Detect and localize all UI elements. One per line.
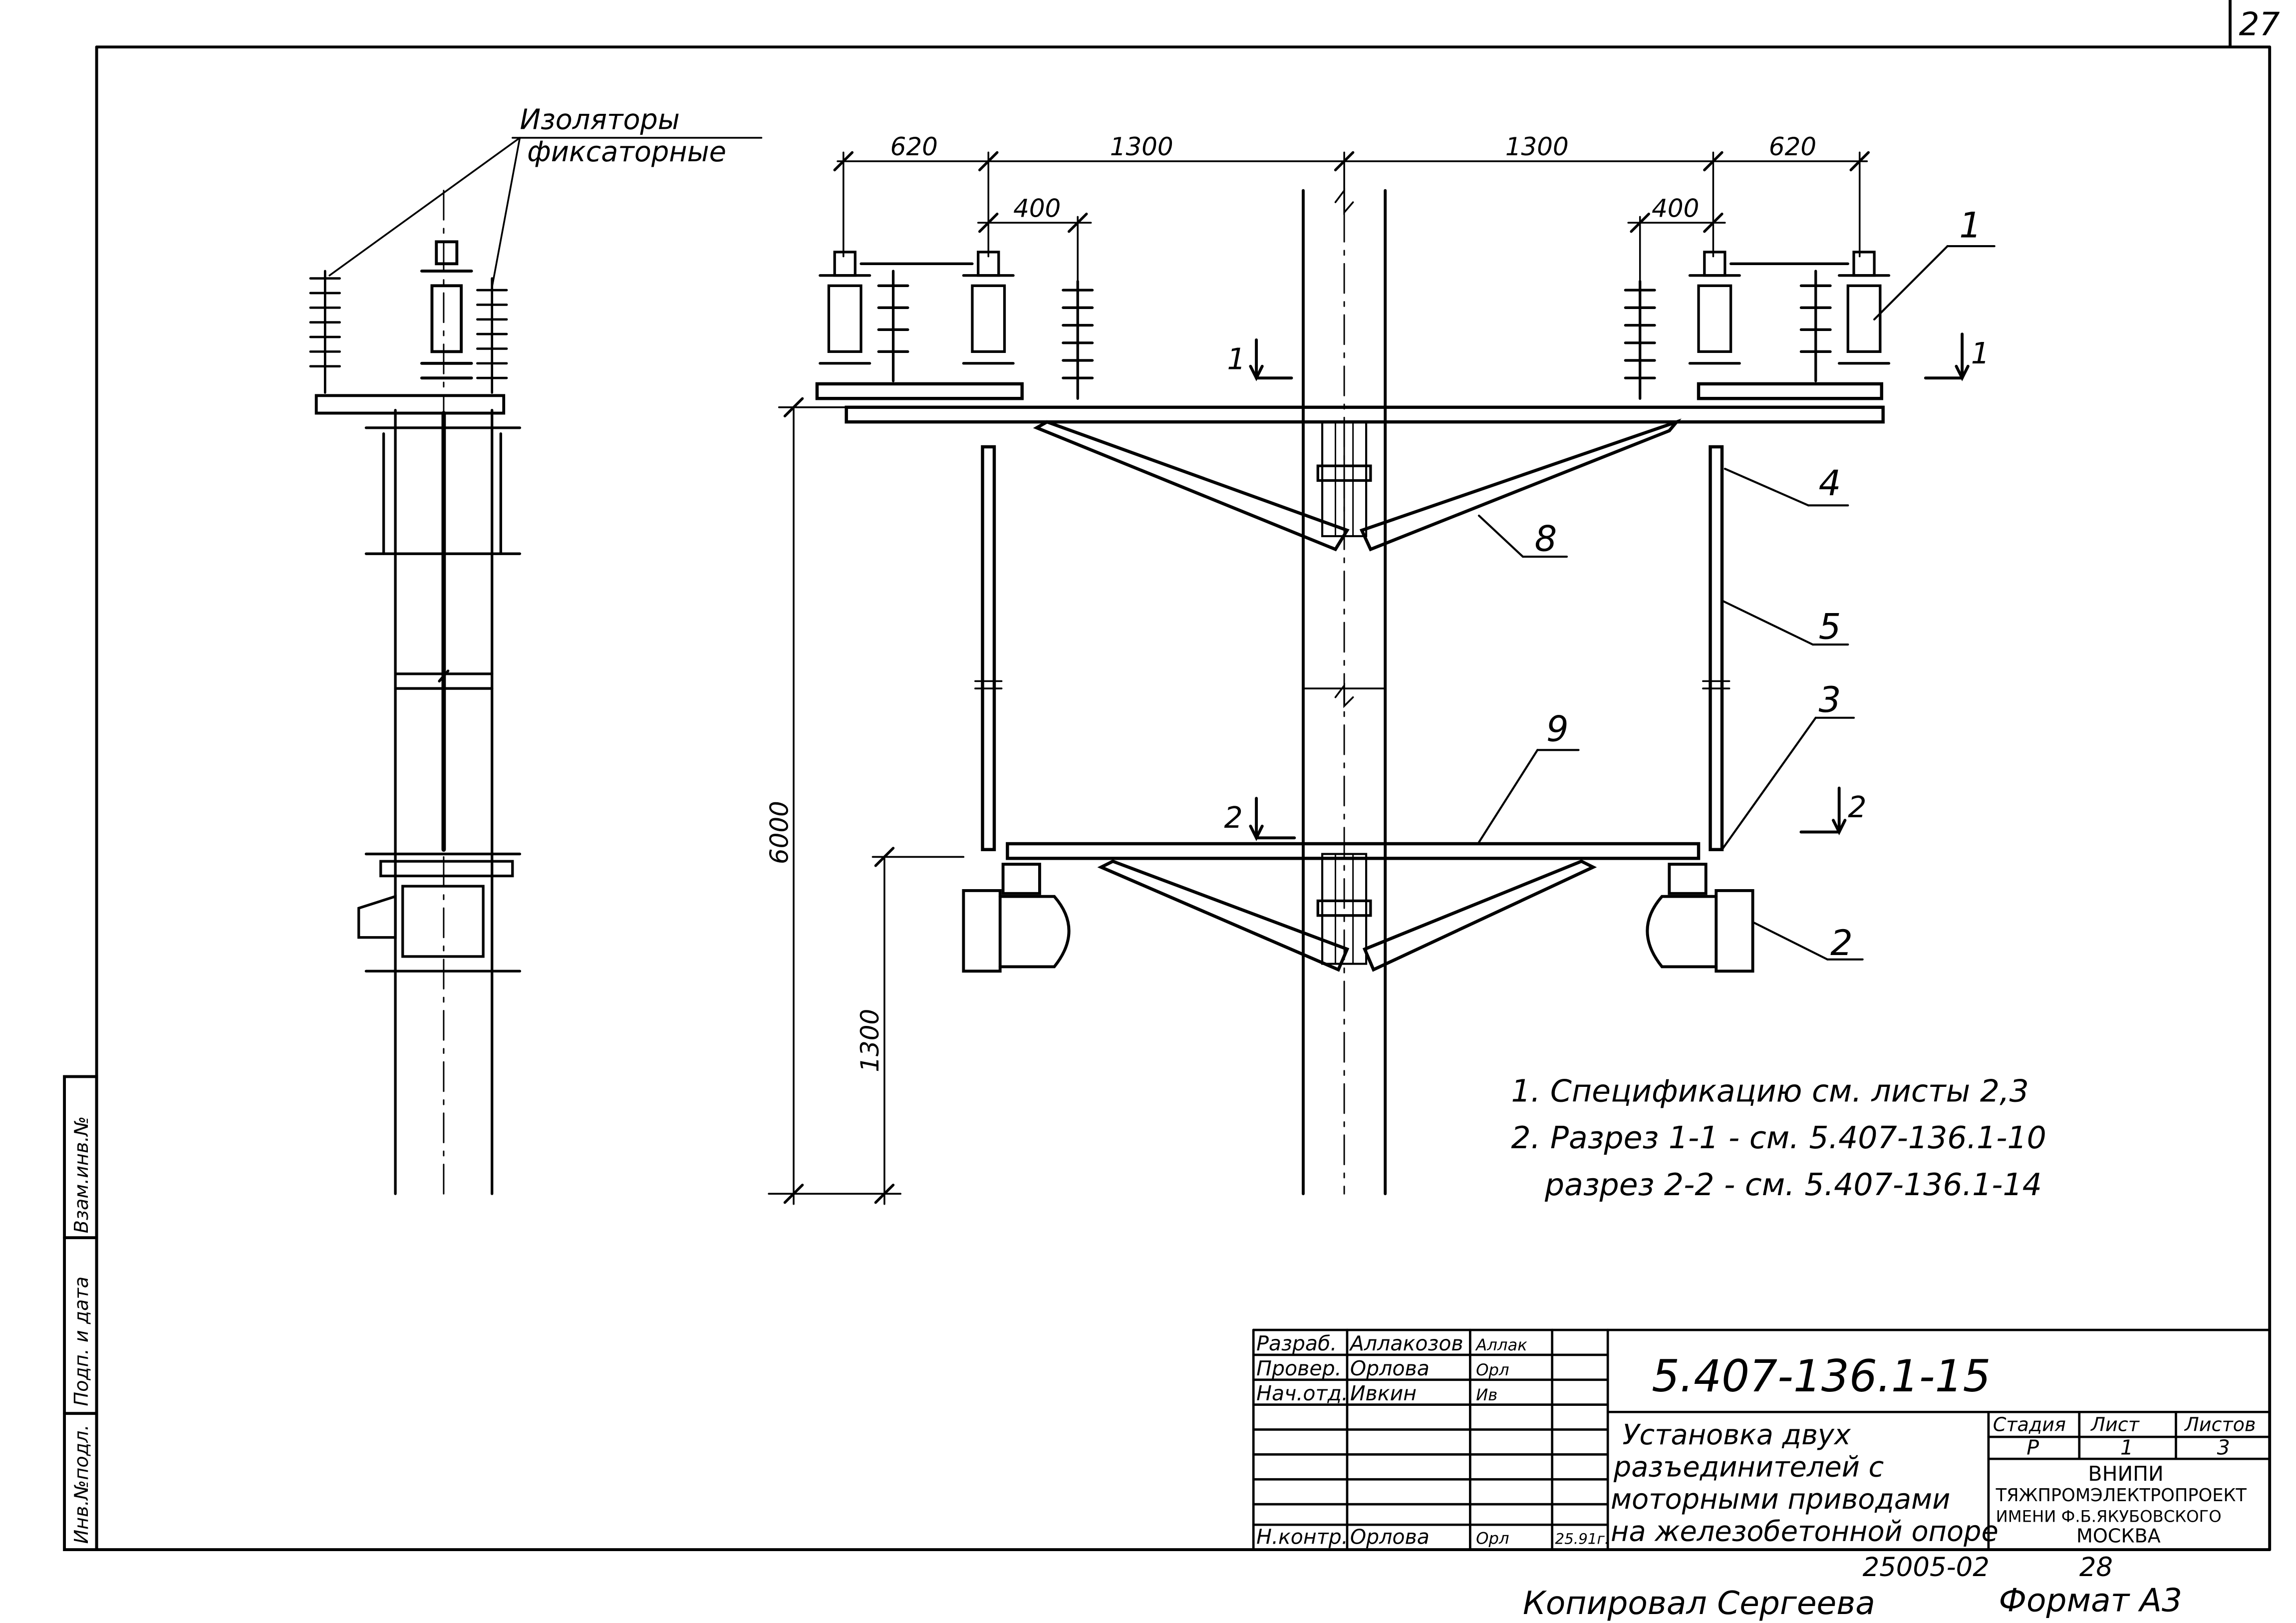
right-motor — [1646, 863, 1754, 973]
callout-1: 1 — [1959, 205, 1982, 246]
org-line-3: ИМЕНИ Ф.Б.ЯКУБОВСКОГО — [1996, 1507, 2222, 1526]
doc-code: 5.407-136.1-15 — [1652, 1350, 1991, 1402]
lower-traverse — [1006, 842, 1701, 972]
drive-rods — [974, 445, 1730, 852]
sheet-format: Формат А3 — [1999, 1582, 2182, 1619]
insulator-label-line2: фиксаторные — [527, 136, 726, 168]
dim-620-right: 620 — [1769, 132, 1816, 161]
dim-1300-left: 1300 — [1110, 132, 1173, 161]
sheet-header: Лист — [2090, 1413, 2140, 1435]
tb-date-4: 25.91г. — [1555, 1530, 1610, 1547]
org-line-4: МОСКВА — [2076, 1525, 2161, 1547]
callout-9: 9 — [1546, 709, 1569, 750]
callout-4: 4 — [1819, 463, 1841, 504]
left-motor — [962, 863, 1071, 973]
side-stamp-sign-date: Подп. и дата — [70, 1277, 92, 1406]
title-line-1: Установка двух — [1623, 1419, 1851, 1451]
callout-leaders — [1477, 245, 1996, 961]
section-markers — [1249, 332, 1970, 841]
section-1-right: 1 — [1971, 336, 1990, 370]
sheet-value: 1 — [2120, 1435, 2133, 1459]
upper-traverse — [815, 382, 1885, 552]
section-1-left: 1 — [1227, 342, 1245, 376]
dim-400-right: 400 — [1652, 194, 1699, 223]
left-disconnector — [819, 251, 1094, 400]
tb-role-4: Н.контр. — [1256, 1525, 1348, 1549]
dim-1300-right: 1300 — [1505, 132, 1569, 161]
note-3: разрез 2-2 - см. 5.407-136.1-14 — [1544, 1167, 2042, 1203]
title-line-4: на железобетонной опоре — [1611, 1515, 1999, 1548]
dim-6000: 6000 — [765, 801, 794, 864]
sheets-header: Листов — [2184, 1413, 2256, 1435]
callout-5: 5 — [1819, 606, 1841, 647]
tb-role-1: Разраб. — [1256, 1331, 1337, 1355]
insulator-leaders — [328, 137, 763, 289]
dimension-lines — [768, 151, 1870, 1205]
side-view-clamps — [357, 426, 522, 973]
note-2: 2. Разрез 1-1 - см. 5.407-136.1-10 — [1511, 1120, 2046, 1156]
stage-value: Р — [2026, 1435, 2039, 1459]
callout-8: 8 — [1534, 518, 1557, 559]
tb-name-2: Орлова — [1350, 1356, 1430, 1380]
title-line-2: разъединителей с — [1613, 1451, 1884, 1483]
frame — [95, 0, 2272, 1552]
callout-3: 3 — [1819, 679, 1841, 720]
dim-1300-vertical: 1300 — [856, 1009, 884, 1072]
org-line-2: ТЯЖПРОМЭЛЕКТРОПРОЕКТ — [1996, 1485, 2247, 1506]
tb-role-2: Провер. — [1256, 1356, 1342, 1380]
tb-sign-4: Орл — [1476, 1529, 1509, 1548]
concrete-pole — [1302, 160, 1387, 1196]
tb-role-3: Нач.отд. — [1256, 1381, 1348, 1405]
right-disconnector — [1624, 251, 1891, 400]
side-stamp-replaced-inv: Взам.инв.№ — [70, 1116, 92, 1234]
sheet-number: 27 — [2239, 6, 2280, 43]
insulator-label-line1: Изоляторы — [520, 103, 679, 136]
org-line-1: ВНИПИ — [2088, 1462, 2163, 1486]
tb-sign-1: Аллак — [1475, 1335, 1527, 1354]
side-view-platform — [314, 240, 506, 852]
side-view-insulator-left — [309, 270, 341, 394]
dim-620-left: 620 — [890, 132, 938, 161]
sheets-value: 3 — [2217, 1435, 2230, 1459]
side-stamp-inv-orig: Инв.№подл. — [70, 1425, 92, 1544]
section-2-right: 2 — [1848, 790, 1866, 824]
side-stamp — [63, 1075, 98, 1552]
callout-2: 2 — [1830, 923, 1853, 964]
side-view-insulator-right — [476, 277, 508, 394]
tb-sign-2: Орл — [1476, 1360, 1509, 1379]
dim-400-left: 400 — [1013, 194, 1061, 223]
title-block-grid — [1252, 1328, 2271, 1551]
title-line-3: моторными приводами — [1611, 1483, 1950, 1516]
tb-name-1: Аллакозов — [1349, 1331, 1463, 1355]
stage-header: Стадия — [1993, 1413, 2066, 1435]
tb-name-3: Ивкин — [1350, 1381, 1417, 1405]
section-2-left: 2 — [1224, 801, 1243, 835]
inventory-number: 25005-02 — [1863, 1552, 1990, 1583]
note-1: 1. Спецификацию см. листы 2,3 — [1511, 1073, 2029, 1109]
copied-by: Копировал Сергеева — [1523, 1585, 1875, 1622]
tb-sign-3: Ив — [1476, 1385, 1497, 1404]
page-number: 28 — [2079, 1552, 2113, 1583]
tb-name-4: Орлова — [1350, 1525, 1430, 1549]
